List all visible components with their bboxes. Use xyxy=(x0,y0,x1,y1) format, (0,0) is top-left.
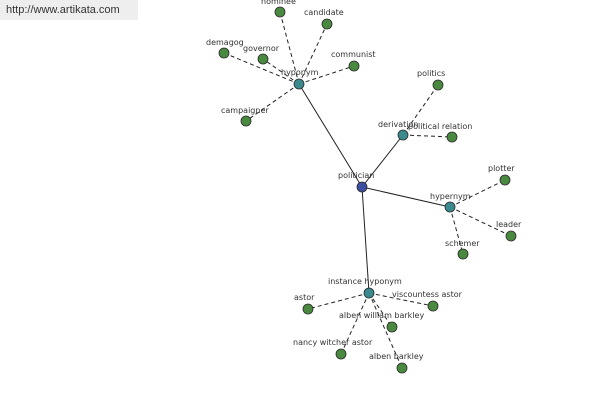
node-derivation[interactable] xyxy=(397,129,409,141)
node-leader[interactable] xyxy=(505,230,517,242)
label-hyponym: hyponym xyxy=(281,68,319,77)
node-alben-barkley[interactable] xyxy=(396,362,408,374)
label-politician: politician xyxy=(338,171,374,180)
label-campaigner: campaigner xyxy=(221,106,269,115)
edge-politician-derivation xyxy=(361,134,404,188)
edge-derivation-political-relation xyxy=(402,134,453,138)
edge-hypernym-schemer xyxy=(449,206,464,255)
node-alben-william-barkley[interactable] xyxy=(386,321,398,333)
label-communist: communist xyxy=(331,50,376,59)
edge-derivation-politics xyxy=(402,84,439,136)
edge-hypernym-plotter xyxy=(449,179,506,208)
node-communist[interactable] xyxy=(348,60,360,72)
edge-hyponym-nominee xyxy=(279,11,300,85)
node-plotter[interactable] xyxy=(499,174,511,186)
edge-politician-hyponym xyxy=(298,83,363,188)
node-astor[interactable] xyxy=(302,303,314,315)
label-nominee: nominee xyxy=(261,0,296,6)
edge-instance-hyponym-viscountess-astor xyxy=(368,292,434,307)
graph-edges xyxy=(223,11,512,369)
edge-hyponym-campaigner xyxy=(245,83,300,122)
label-schemer: schemer xyxy=(445,239,480,248)
node-demagog[interactable] xyxy=(218,47,230,59)
node-viscountess-astor[interactable] xyxy=(427,300,439,312)
node-governor[interactable] xyxy=(257,53,269,65)
edge-instance-hyponym-alben-william-barkley xyxy=(368,292,393,328)
node-nominee[interactable] xyxy=(274,6,286,18)
label-political-relation: political relation xyxy=(408,122,472,131)
node-political-relation[interactable] xyxy=(446,131,458,143)
label-astor: astor xyxy=(294,293,315,302)
label-leader: leader xyxy=(496,220,522,229)
node-politics[interactable] xyxy=(432,79,444,91)
node-hypernym[interactable] xyxy=(444,201,456,213)
label-viscountess-astor: viscountess astor xyxy=(392,290,463,299)
source-url-banner[interactable]: http://www.artikata.com xyxy=(0,0,138,20)
node-politician[interactable] xyxy=(356,181,368,193)
label-candidate: candidate xyxy=(304,8,344,17)
edge-hyponym-communist xyxy=(298,65,355,85)
edge-hypernym-leader xyxy=(449,206,512,237)
node-instance-hyponym[interactable] xyxy=(363,287,375,299)
label-plotter: plotter xyxy=(488,164,515,173)
node-schemer[interactable] xyxy=(457,248,469,260)
edge-politician-hypernym xyxy=(361,186,451,208)
label-instance-hyponym: instance hyponym xyxy=(328,277,402,286)
label-politics: politics xyxy=(417,69,445,78)
label-hypernym: hypernym xyxy=(430,192,471,201)
node-campaigner[interactable] xyxy=(240,115,252,127)
edge-instance-hyponym-astor xyxy=(307,292,370,310)
label-derivation: derivation xyxy=(378,120,418,129)
node-candidate[interactable] xyxy=(321,18,333,30)
label-nancy-witcher-astor: nancy witcher astor xyxy=(293,338,373,347)
graph-nodes xyxy=(218,6,517,374)
node-nancy-witcher-astor[interactable] xyxy=(335,348,347,360)
node-hyponym[interactable] xyxy=(293,78,305,90)
label-alben-william-barkley: alben william barkley xyxy=(339,311,424,320)
label-governor: governor xyxy=(243,44,280,53)
label-alben-barkley: alben barkley xyxy=(369,352,424,361)
edge-hyponym-governor xyxy=(262,58,300,85)
edge-politician-instance-hyponym xyxy=(361,186,370,294)
graph-labels: politician hyponym nominee candidate demagog… xyxy=(206,0,522,361)
label-demagog: demagog xyxy=(206,38,244,47)
